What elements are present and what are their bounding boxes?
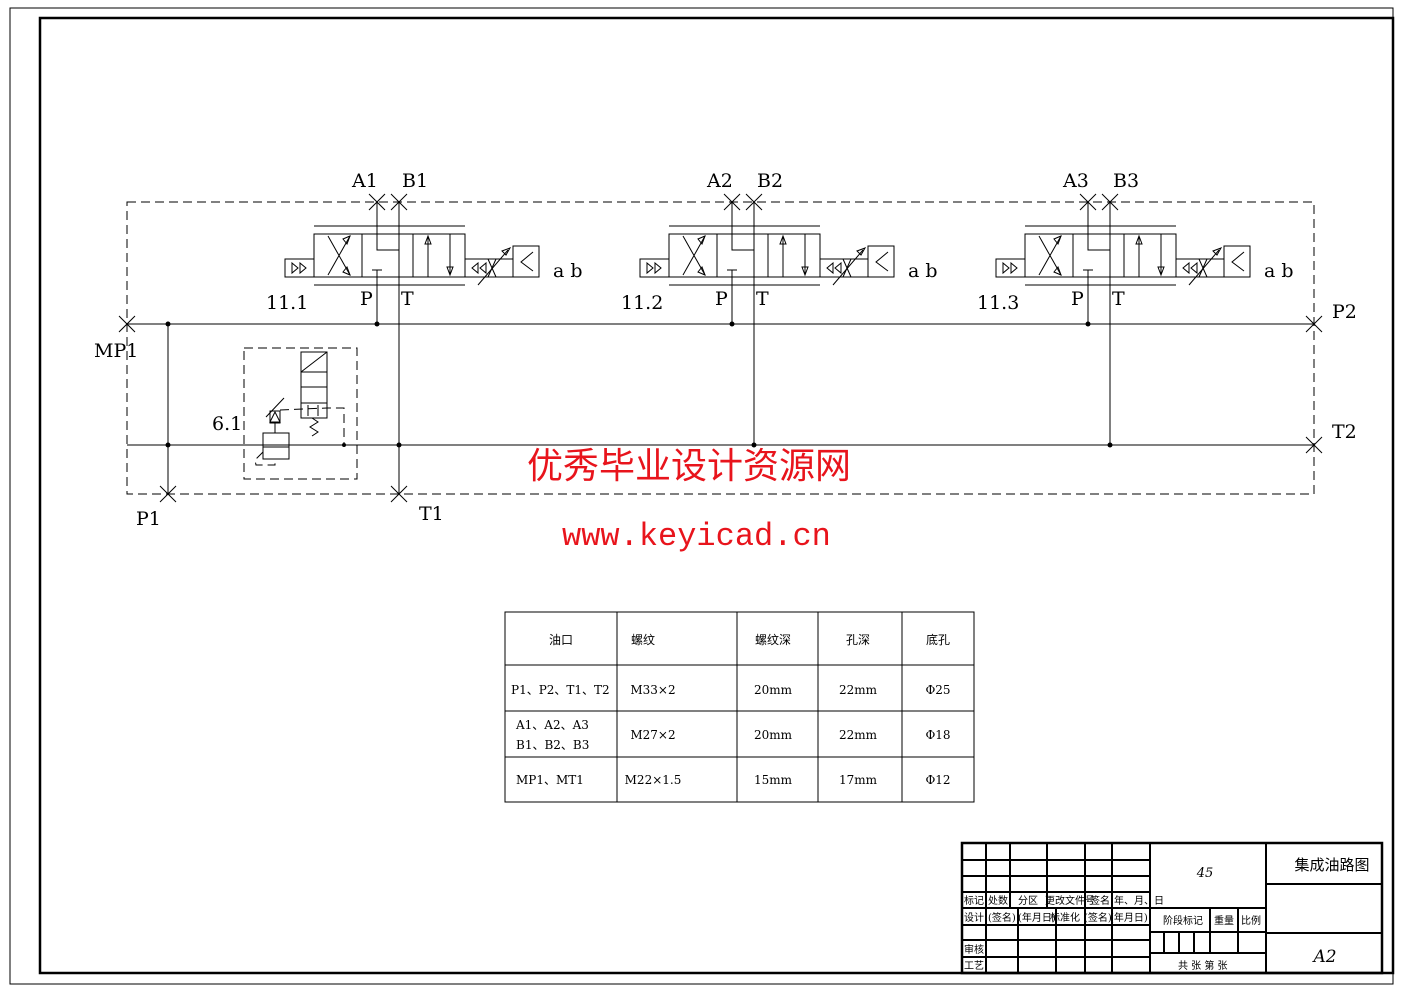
table-cell: 15mm [754,773,793,787]
port-cross-marker [1305,436,1323,454]
title-block-label: 设计 [964,911,984,924]
valve-id-label: 11.1 [266,292,308,314]
port-p2-label: P2 [1332,301,1357,323]
table-cell: P1、P2、T1、T2 [511,683,610,697]
relief-id-label: 6.1 [212,413,242,435]
port-cross-marker [1079,193,1097,211]
watermark-title: 优秀毕业设计资源网 [527,446,851,487]
drawing-name: 集成油路图 [1294,856,1369,874]
table-cell: Φ12 [925,773,950,787]
table-cell: M33×2 [630,683,675,697]
title-block-label: 分区 [1018,895,1038,907]
title-block-label: 年、月、日 [1114,894,1164,907]
table-cell: MP1、MT1 [516,773,584,787]
port-t2-label: T2 [1332,421,1357,443]
port-t-label: T [401,288,414,310]
material-label: 45 [1196,866,1214,881]
title-block-label: 工艺 [964,960,984,972]
junction-dot [165,321,171,327]
junction-dot [751,442,757,448]
port-markers [118,315,1323,503]
title-block-label: (签名) [988,911,1016,924]
table-header-cell: 油口 [549,633,573,647]
port-thread-table: 油口 螺纹 螺纹深 孔深 底孔 P1、P2、T1、T2 M33×2 20mm 22mm Φ25A1… [504,611,975,803]
port-cross-marker [745,193,763,211]
table-cell: 20mm [754,683,793,697]
port-cross-marker [159,485,177,503]
port-t1-label: T1 [419,503,444,525]
title-block-label: 标准化 [1050,911,1080,924]
port-a-label: A2 [706,170,733,192]
title-block-label: (签名) [1084,911,1112,924]
junction-dot [396,442,402,448]
solenoid-label: a b [1264,260,1294,282]
table-cell: M22×1.5 [625,773,682,787]
table-cell: 22mm [839,728,878,742]
port-a-label: A1 [351,170,378,192]
port-cross-marker [1305,315,1323,333]
valve-group: a b 11.1 P T A1 B1 a b 11.2 P T A2 B2 a b 11.3 P T A3 B3 [266,170,1294,494]
solenoid-label: a b [553,260,583,282]
solenoid-label: a b [908,260,938,282]
title-block [960,841,1384,975]
port-a-label: A3 [1062,170,1089,192]
table-cell: M27×2 [630,728,675,742]
title-block-label: 更改文件号 [1045,894,1095,907]
title-block-label: 阶段标记 [1163,914,1203,927]
port-cross-marker [390,485,408,503]
relief-valve-6-1: 6.1 [212,347,358,480]
title-block-label: 签名 [1090,894,1110,907]
port-b-label: B1 [402,170,428,192]
directional-valve: a b 11.1 P T A1 B1 [266,170,583,494]
table-header-cell: 螺纹深 [755,633,791,647]
sheet-size-label: A2 [1311,947,1336,967]
table-cell: B1、B2、B3 [516,738,589,752]
junction-dot [1107,442,1113,448]
junction-dot [1085,321,1091,327]
title-block-label: (年月日) [1018,911,1056,924]
manifold-boundary [126,201,1315,495]
junction-dot [729,321,735,327]
port-cross-marker [1101,193,1119,211]
table-cell: Φ18 [925,728,950,742]
junction-dot [374,321,380,327]
table-cell: A1、A2、A3 [515,718,589,732]
port-b-label: B3 [1113,170,1139,192]
title-block-label: 处数 [988,894,1008,907]
table-cell: 20mm [754,728,793,742]
table-cell: Φ25 [925,683,950,697]
drawing-frame [38,16,1395,975]
port-cross-marker [390,193,408,211]
table-header-cell: 螺纹 [631,633,655,647]
table-cell: 17mm [839,773,878,787]
title-block-label: 共 张 第 张 [1178,959,1228,972]
port-mp1-label: MP1 [94,340,138,362]
port-t-label: T [1112,288,1125,310]
watermark-url: www.keyicad.cn [562,518,831,555]
port-p1-label: P1 [136,508,161,530]
port-b-label: B2 [757,170,783,192]
port-t-label: T [756,288,769,310]
junction-dot [165,442,171,448]
valve-id-label: 11.3 [977,292,1019,314]
title-block-label: 比例 [1241,914,1261,927]
port-cross-marker [368,193,386,211]
title-block-label: 标记 [964,895,984,907]
directional-valve: a b 11.2 P T A2 B2 [621,170,938,448]
valve-id-label: 11.2 [621,292,663,314]
port-cross-marker [723,193,741,211]
table-header-cell: 底孔 [926,632,950,647]
directional-valve: a b 11.3 P T A3 B3 [977,170,1294,448]
outer-trim-border [9,7,1394,985]
port-p-label: P [1071,288,1084,310]
table-header-cell: 孔深 [846,633,870,647]
port-p-label: P [715,288,728,310]
title-block-label: (年月日) [1110,911,1148,924]
port-p-label: P [360,288,373,310]
title-block-label: 重量 [1214,914,1234,927]
table-cell: 22mm [839,683,878,697]
port-cross-marker [118,315,136,333]
title-block-label: 审核 [964,943,984,956]
